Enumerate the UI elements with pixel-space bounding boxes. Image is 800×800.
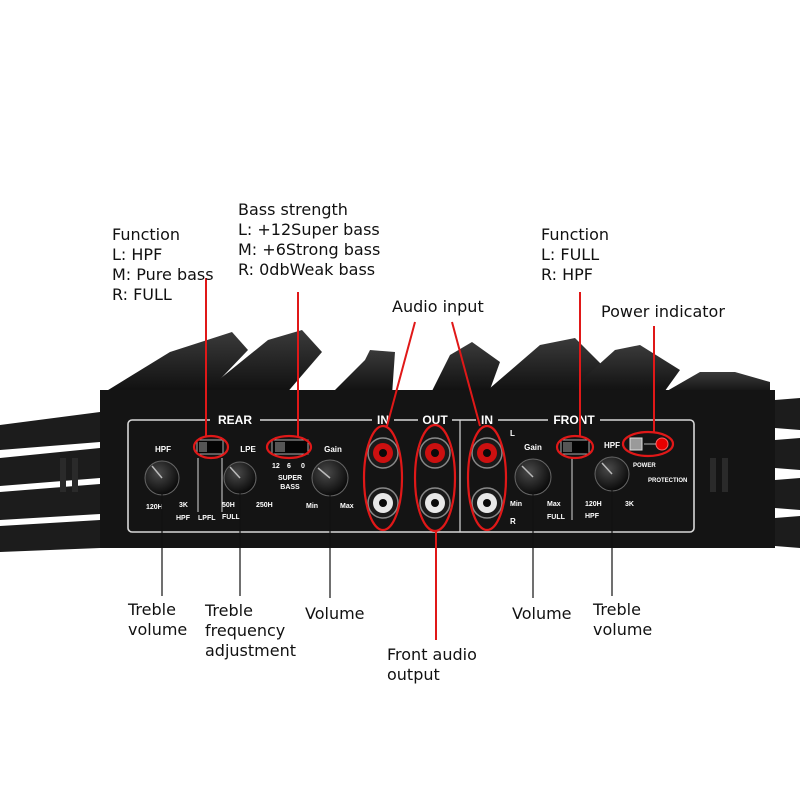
callout-audio-input: Audio input <box>392 297 484 317</box>
front-full-label: FULL <box>547 514 566 521</box>
callout-line: R: 0dbWeak bass <box>238 260 376 279</box>
callout-line: Power indicator <box>601 302 725 321</box>
lpe-250h-label: 250H <box>256 502 273 509</box>
callout-line: Volume <box>305 604 365 623</box>
side-fins-left <box>0 412 100 552</box>
rca-in-right-red[interactable] <box>471 437 503 469</box>
callout-line: Function <box>112 225 181 244</box>
front-3k-label: 3K <box>625 501 634 508</box>
rear-hpf-sub-label: HPF <box>176 515 191 522</box>
callout-power-indicator: Power indicator <box>601 302 725 322</box>
callout-line: Audio input <box>392 297 484 316</box>
r-channel-label: R <box>510 517 516 526</box>
callout-rear-treble-volume: Treble volume <box>128 600 187 640</box>
callout-line: Treble <box>593 600 641 619</box>
super-bass-0-label: 0 <box>301 463 305 470</box>
callout-line: L: FULL <box>541 245 600 264</box>
callout-line: frequency <box>205 621 286 640</box>
callout-rear-function: Function L: HPF M: Pure bass R: FULL <box>112 225 214 305</box>
lpe-50h-label: 50H <box>222 502 235 509</box>
lpe-full-label: FULL <box>222 514 241 521</box>
side-fins-right <box>775 398 800 548</box>
rear-max-label: Max <box>340 503 354 510</box>
callout-treble-frequency: Treble frequency adjustment <box>205 601 296 661</box>
rear-min-label: Min <box>306 503 318 510</box>
rear-gain-label: Gain <box>324 445 342 454</box>
callout-front-treble-volume: Treble volume <box>593 600 652 640</box>
bass-label: BASS <box>280 484 300 491</box>
callout-line: M: +6Strong bass <box>238 240 381 259</box>
front-max-label: Max <box>547 501 561 508</box>
front-label: FRONT <box>553 413 595 427</box>
callout-line: R: HPF <box>541 265 593 284</box>
callout-rear-volume: Volume <box>305 604 365 624</box>
power-led-label: POWER <box>633 463 656 469</box>
callout-line: L: HPF <box>112 245 163 264</box>
rca-out-white[interactable] <box>419 487 451 519</box>
rear-120h-label: 120H <box>146 504 163 511</box>
front-gain-label: Gain <box>524 443 542 452</box>
callout-line: R: FULL <box>112 285 172 304</box>
callout-line: Front audio <box>387 645 477 664</box>
front-120h-label: 120H <box>585 501 602 508</box>
callout-line: M: Pure bass <box>112 265 214 284</box>
callout-line: volume <box>593 620 653 639</box>
rear-lpfl-label: LPFL <box>198 515 216 522</box>
rca-jacks <box>367 437 503 519</box>
super-bass-12-label: 12 <box>272 463 280 470</box>
callout-line: Treble <box>128 600 176 619</box>
rear-3k-label: 3K <box>179 502 188 509</box>
rca-in-left-red[interactable] <box>367 437 399 469</box>
heatsink-fins <box>100 330 770 395</box>
in-right-label: IN <box>481 413 493 427</box>
protection-led <box>655 437 669 451</box>
callout-line: Treble <box>205 601 253 620</box>
out-label: OUT <box>422 413 448 427</box>
rear-label: REAR <box>218 413 252 427</box>
protection-led-label: PROTECTION <box>648 478 687 484</box>
super-label: SUPER <box>278 475 302 482</box>
front-hpf-sub-label: HPF <box>585 513 600 520</box>
callout-line: Function <box>541 225 610 244</box>
callout-line: volume <box>128 620 188 639</box>
rear-hpf-label: HPF <box>155 445 171 454</box>
callout-front-function: Function L: FULL R: HPF <box>541 225 609 285</box>
callout-line: adjustment <box>205 641 296 660</box>
in-left-label: IN <box>377 413 389 427</box>
callout-line: output <box>387 665 440 684</box>
callout-line: Bass strength <box>238 200 348 219</box>
callout-front-audio-output: Front audio output <box>387 645 477 685</box>
l-channel-label: L <box>510 429 515 438</box>
rca-in-right-white[interactable] <box>471 487 503 519</box>
callout-line: Volume <box>512 604 572 623</box>
leader-lines <box>205 278 655 640</box>
callout-bass-strength: Bass strength L: +12Super bass M: +6Stro… <box>238 200 380 280</box>
callout-line: L: +12Super bass <box>238 220 380 239</box>
front-min-label: Min <box>510 501 522 508</box>
pointer-lines <box>161 488 613 598</box>
front-hpf-label: HPF <box>604 441 620 450</box>
rca-in-left-white[interactable] <box>367 487 399 519</box>
power-led <box>629 437 643 451</box>
control-panel <box>127 419 695 533</box>
super-bass-6-label: 6 <box>287 463 291 470</box>
callout-front-volume: Volume <box>512 604 572 624</box>
rca-out-red[interactable] <box>419 437 451 469</box>
lpe-label: LPE <box>240 445 256 454</box>
